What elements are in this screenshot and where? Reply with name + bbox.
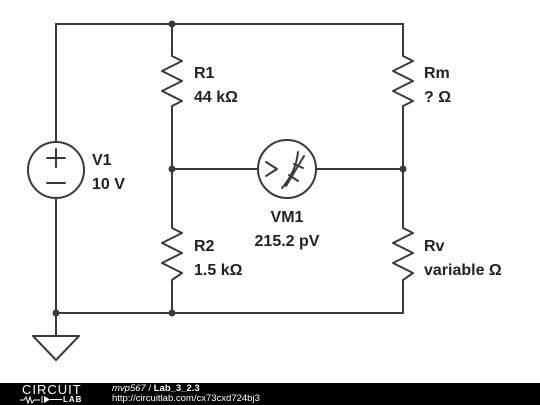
meter-tick	[293, 163, 304, 169]
circuitlab-logo[interactable]: CIRCUIT LAB	[0, 383, 108, 405]
logo-text-lab: LAB	[63, 395, 83, 404]
junction-dot	[399, 165, 407, 173]
resistor-rv[interactable]: Rv variable Ω	[392, 221, 502, 287]
source-value: 10 V	[92, 176, 125, 193]
meter-needle	[285, 155, 305, 187]
resistor-zigzag	[392, 49, 414, 111]
meter-name: VM1	[271, 209, 304, 226]
author-link[interactable]: mvp567	[112, 383, 146, 394]
project-url[interactable]: http://circuitlab.com/cx73cxd724bj3	[112, 393, 260, 404]
resistor-r1[interactable]: R1 44 kΩ	[161, 49, 238, 111]
voltage-source-v1[interactable]: V1 10 V	[27, 141, 125, 199]
resistor-zigzag	[161, 49, 183, 111]
junction-dot	[168, 20, 176, 28]
meter-scale-arc	[281, 151, 299, 189]
resistor-name: Rv	[424, 238, 445, 255]
ground-icon	[32, 335, 80, 361]
footer-title-line: mvp567 / Lab_3_2.3	[112, 383, 200, 394]
logo-waveform-icon	[20, 395, 62, 404]
junctions	[52, 20, 407, 317]
resistor-r2[interactable]: R2 1.5 kΩ	[161, 221, 243, 287]
voltmeter-vm1[interactable]: VM1 215.2 pV	[255, 139, 320, 250]
voltmeter-symbol	[257, 139, 317, 199]
junction-dot	[168, 165, 176, 173]
junction-dot	[52, 309, 60, 317]
logo-text-circuit: CIRCUIT	[22, 382, 82, 397]
meter-tick	[288, 174, 299, 182]
ground-symbol	[32, 335, 80, 361]
resistor-name: R1	[194, 65, 215, 82]
voltage-source-symbol	[27, 141, 85, 199]
resistor-value: 44 kΩ	[194, 89, 238, 106]
circuit-schematic: V1 10 V R1 44 kΩ R2 1.5 kΩ Rm ? Ω Rv var…	[27, 20, 502, 361]
resistor-rm[interactable]: Rm ? Ω	[392, 49, 451, 111]
source-name: V1	[92, 152, 112, 169]
meter-arrow-icon	[265, 161, 278, 177]
project-name[interactable]: Lab_3_2.3	[153, 383, 200, 394]
resistor-value: 1.5 kΩ	[194, 262, 243, 279]
meter-reading: 215.2 pV	[255, 233, 320, 250]
resistor-name: Rm	[424, 65, 450, 82]
wires	[55, 23, 404, 337]
resistor-value: variable Ω	[424, 262, 502, 279]
junction-dot	[168, 309, 176, 317]
path-separator: /	[148, 383, 152, 394]
resistor-zigzag	[392, 221, 414, 287]
resistor-name: R2	[194, 238, 215, 255]
footer-bar: CIRCUIT LAB mvp567 / Lab_3_2.3 http://ci…	[0, 383, 540, 405]
resistor-zigzag	[161, 221, 183, 287]
resistor-value: ? Ω	[424, 89, 451, 106]
